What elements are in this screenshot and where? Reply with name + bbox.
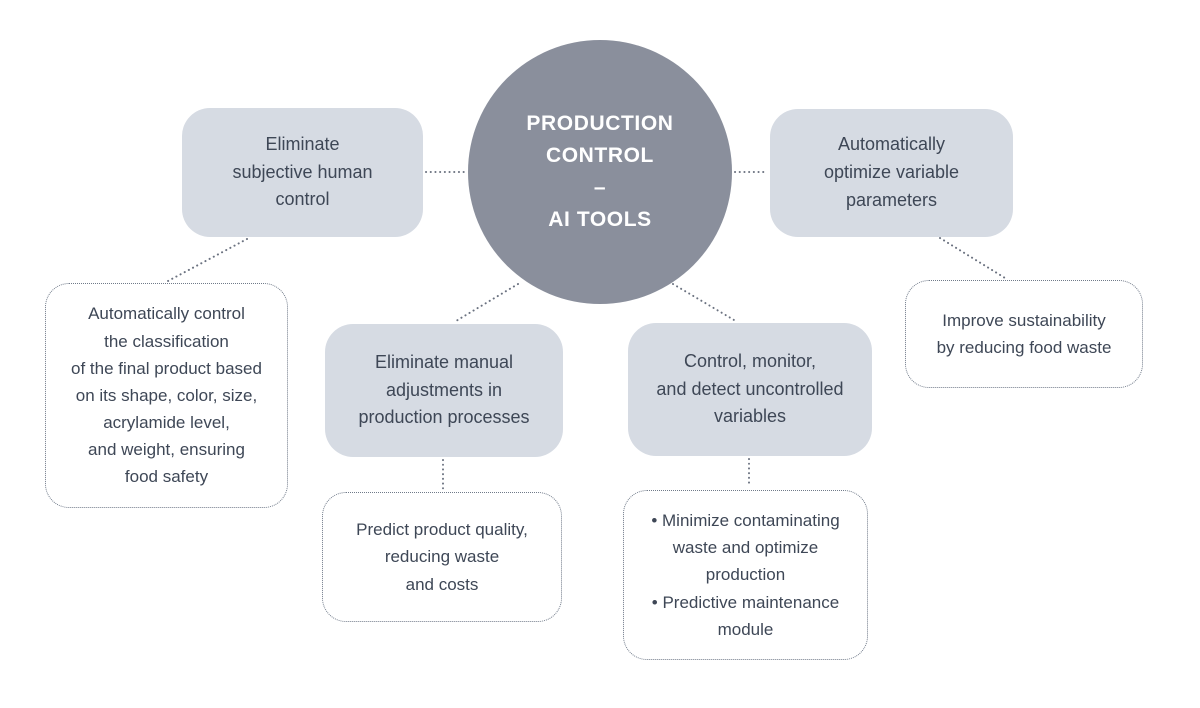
node-eliminate-subjective-human-control: Eliminate subjective human control: [182, 108, 423, 237]
node-label: Eliminate manual adjustments in producti…: [358, 351, 530, 428]
center-circle-production-control: PRODUCTION CONTROL – AI TOOLS: [468, 40, 732, 304]
connector-circle-to-midleft: [455, 283, 519, 322]
connector-topright-to-detail: [939, 237, 1006, 279]
bullet-item-predictive-maintenance: • Predictive maintenance module: [651, 592, 840, 639]
detail-text: Predict product quality, reducing waste …: [356, 520, 528, 594]
bullet-item-minimize-waste: • Minimize contaminating waste and optim…: [651, 511, 840, 585]
node-label: Automatically optimize variable paramete…: [823, 134, 960, 210]
detail-predict-product-quality: Predict product quality, reducing waste …: [322, 492, 562, 622]
detail-improve-sustainability: Improve sustainability by reducing food …: [905, 280, 1143, 388]
node-automatically-optimize-parameters: Automatically optimize variable paramete…: [770, 109, 1013, 237]
node-eliminate-manual-adjustments: Eliminate manual adjustments in producti…: [325, 324, 563, 457]
node-label: Control, monitor, and detect uncontrolle…: [656, 350, 844, 427]
detail-waste-and-maintenance: • Minimize contaminating waste and optim…: [623, 490, 868, 660]
node-control-monitor-detect: Control, monitor, and detect uncontrolle…: [628, 323, 872, 456]
detail-automatic-classification: Automatically control the classification…: [45, 283, 288, 508]
detail-text: Improve sustainability by reducing food …: [936, 310, 1112, 357]
connector-circle-to-midright: [672, 283, 735, 321]
detail-text: Automatically control the classification…: [71, 304, 262, 487]
connector-topleft-to-detail: [167, 238, 248, 282]
node-label: Eliminate subjective human control: [232, 133, 373, 210]
center-circle-title: PRODUCTION CONTROL – AI TOOLS: [526, 112, 674, 231]
